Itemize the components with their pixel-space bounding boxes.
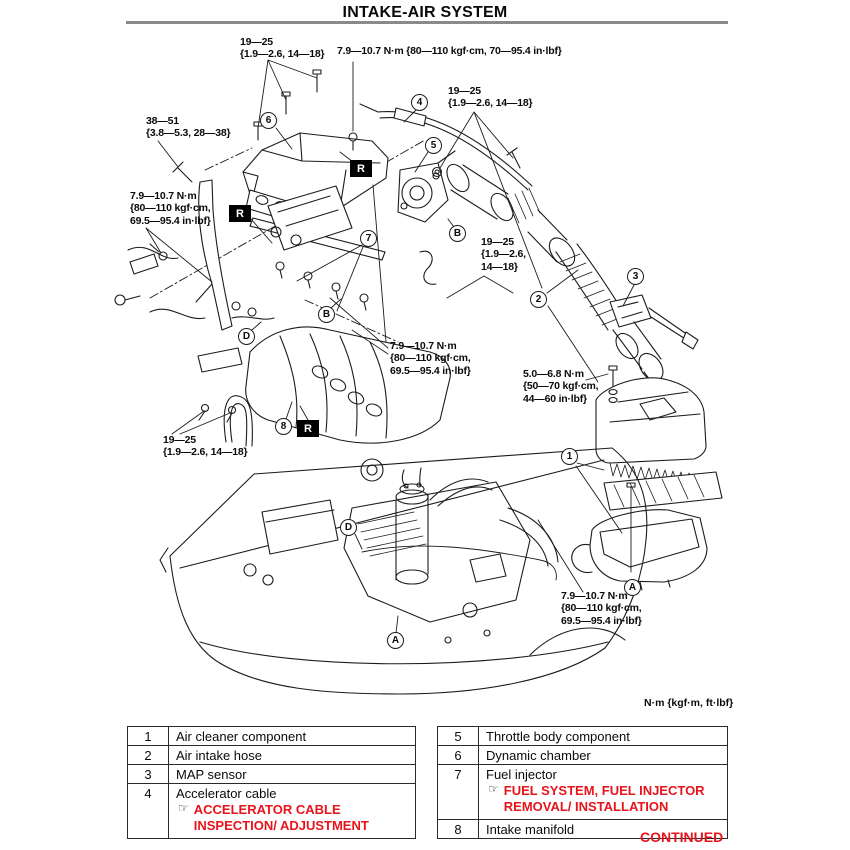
torque-callout: 38—51 {3.8—5.3, 28—38} — [146, 115, 231, 140]
table-row: 3 MAP sensor — [127, 764, 416, 784]
part-name-cell: Fuel injector ☞ FUEL SYSTEM, FUEL INJECT… — [478, 764, 728, 820]
part-name: Fuel injector — [486, 767, 557, 782]
page-title: INTAKE-AIR SYSTEM — [342, 4, 508, 21]
table-row: 6 Dynamic chamber — [437, 745, 728, 765]
view-balloon-D: D — [238, 328, 255, 345]
title-divider — [126, 21, 728, 24]
torque-callout: 19—25 {1.9—2.6, 14—18} — [163, 434, 248, 459]
part-name: Accelerator cable — [176, 786, 277, 801]
torque-callout: 5.0—6.8 N·m {50—70 kgf·cm, 44—60 in·lbf} — [523, 368, 599, 405]
torque-callout: 19—25 {1.9—2.6, 14—18} — [448, 85, 533, 110]
continued-label: CONTINUED — [640, 829, 724, 845]
part-name: Air cleaner component — [168, 726, 416, 746]
part-number: 4 — [127, 783, 169, 839]
units-note: N·m {kgf·m, ft·lbf} — [644, 697, 734, 709]
torque-callout: 19—25 {1.9—2.6, 14—18} — [481, 236, 526, 273]
part-balloon-2: 2 — [530, 291, 547, 308]
part-balloon-1: 1 — [561, 448, 578, 465]
view-balloon-A: A — [387, 632, 404, 649]
parts-table-right: 5 Throttle body component 6 Dynamic cham… — [437, 726, 728, 839]
table-row: 7 Fuel injector ☞ FUEL SYSTEM, FUEL INJE… — [437, 764, 728, 820]
part-number: 7 — [437, 764, 479, 820]
replacement-marker: R — [350, 160, 372, 177]
replacement-marker: R — [229, 205, 251, 222]
part-number: 5 — [437, 726, 479, 746]
table-row: 5 Throttle body component — [437, 726, 728, 746]
cross-reference-link[interactable]: FUEL SYSTEM, FUEL INJECTOR REMOVAL/ INST… — [503, 783, 705, 815]
table-row: 2 Air intake hose — [127, 745, 416, 765]
part-number: 8 — [437, 818, 479, 839]
torque-callout: 7.9—10.7 N·m {80—110 kgf·cm, 69.5—95.4 i… — [561, 590, 642, 627]
view-balloon-D: D — [340, 519, 357, 536]
part-number: 6 — [437, 745, 479, 765]
table-row: 4 Accelerator cable ☞ ACCELERATOR CABLE … — [127, 783, 416, 839]
table-row: 1 Air cleaner component — [127, 726, 416, 746]
part-name: Throttle body component — [478, 726, 728, 746]
part-name: MAP sensor — [168, 764, 416, 784]
torque-callout: 19—25 {1.9—2.6, 14—18} — [240, 36, 325, 61]
torque-callout: 7.9—10.7 N·m {80—110 kgf·cm, 70—95.4 in·… — [337, 45, 562, 57]
part-name-cell: Accelerator cable ☞ ACCELERATOR CABLE IN… — [168, 783, 416, 839]
torque-callout: 7.9—10.7 N·m {80—110 kgf·cm, 69.5—95.4 i… — [130, 190, 211, 227]
part-number: 1 — [127, 726, 169, 746]
part-balloon-5: 5 — [425, 137, 442, 154]
table-row: 8 Intake manifold — [437, 818, 728, 839]
cross-reference-link[interactable]: ACCELERATOR CABLE INSPECTION/ ADJUSTMENT — [193, 802, 369, 834]
part-name: Dynamic chamber — [478, 745, 728, 765]
pointing-hand-icon: ☞ — [178, 801, 189, 815]
part-name: Air intake hose — [168, 745, 416, 765]
view-balloon-A: A — [624, 579, 641, 596]
part-balloon-7: 7 — [360, 230, 377, 247]
part-number: 2 — [127, 745, 169, 765]
part-balloon-6: 6 — [260, 112, 277, 129]
parts-table-left: 1 Air cleaner component 2 Air intake hos… — [127, 726, 416, 839]
torque-callout: 7.9—10.7 N·m {80—110 kgf·cm, 69.5—95.4 i… — [390, 340, 471, 377]
part-balloon-4: 4 — [411, 94, 428, 111]
view-balloon-B: B — [449, 225, 466, 242]
part-name: Intake manifold — [478, 818, 728, 839]
part-number: 3 — [127, 764, 169, 784]
replacement-marker: R — [297, 420, 319, 437]
part-balloon-3: 3 — [627, 268, 644, 285]
pointing-hand-icon: ☞ — [488, 782, 499, 796]
part-balloon-8: 8 — [275, 418, 292, 435]
view-balloon-B: B — [318, 306, 335, 323]
